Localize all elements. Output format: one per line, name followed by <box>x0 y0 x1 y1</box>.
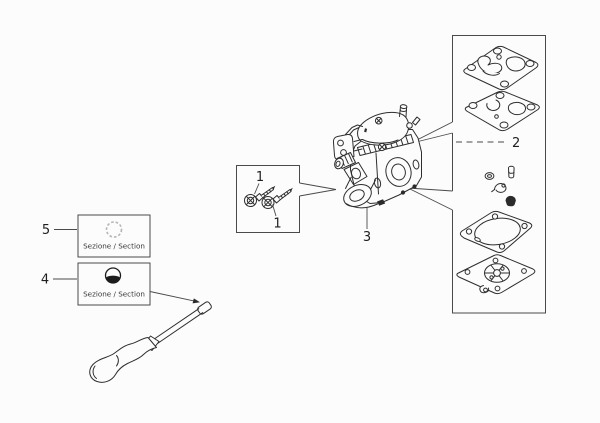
repair-kit-box: 2 <box>407 35 546 314</box>
carburetor-body <box>332 104 422 209</box>
adjustment-screwdriver <box>89 301 212 383</box>
part-label-1-top: 1 <box>256 170 264 185</box>
metering-diaphragm <box>464 90 540 132</box>
needle-screw-box: 1 1 <box>236 165 337 233</box>
section-caption-upper: Sezione / Section <box>83 242 145 251</box>
diaphragm-gasket <box>459 210 533 253</box>
fuel-nipple <box>399 106 408 118</box>
section-symbol-open-circle <box>105 221 123 238</box>
outlet-spigot <box>343 184 372 207</box>
part-label-2: 2 <box>512 136 520 151</box>
screwdriver-shaft <box>153 308 204 344</box>
needle-box-callout <box>299 182 337 197</box>
needle-leader-top <box>254 183 260 195</box>
throttle-stop-tab <box>412 116 421 126</box>
needle-leader-bottom <box>272 204 277 217</box>
needle-adjustment-screw <box>244 185 276 207</box>
needle-adjustment-screw <box>261 187 294 209</box>
arrowhead <box>192 298 200 304</box>
pump-diaphragm <box>463 45 539 91</box>
part-label-1-bottom: 1 <box>273 217 281 232</box>
part-label-3: 3 <box>363 230 371 245</box>
section-caption-lower: Sezione / Section <box>83 290 145 299</box>
section-lower-arrow-line <box>149 291 196 302</box>
part-label-4: 4 <box>41 273 49 288</box>
inlet-needle-and-lever-parts <box>484 165 516 207</box>
section-box-lower: Sezione / Section 4 <box>41 262 200 306</box>
section-box-upper: Sezione / Section 5 <box>42 214 151 258</box>
fuel-pump-diaphragm <box>456 254 536 295</box>
screwdriver-handle <box>89 337 157 383</box>
kit-callout-lower <box>407 187 453 211</box>
screwdriver-tip <box>197 301 212 315</box>
section-symbol-fill-crescent <box>106 275 121 284</box>
part-label-5: 5 <box>42 223 50 238</box>
